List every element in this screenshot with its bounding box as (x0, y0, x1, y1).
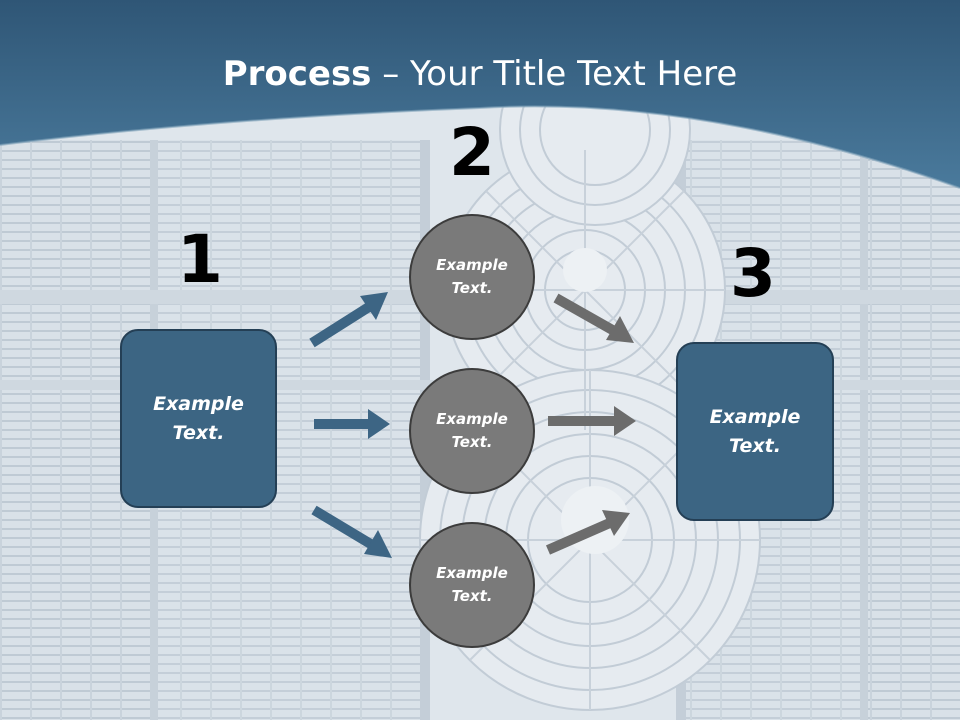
arrow-top-to-output (553, 293, 634, 343)
middle-node-center: Example Text. (409, 368, 535, 494)
input-box: Example Text. (120, 329, 277, 508)
middle-node-bottom: Example Text. (409, 522, 535, 648)
slide-title: Process – Your Title Text Here (0, 52, 960, 96)
step-number-2: 2 (449, 114, 495, 191)
arrow-middle-to-output (548, 406, 636, 436)
arrow-input-to-bottom (311, 505, 392, 558)
arrow-input-to-middle (314, 409, 390, 439)
middle-node-top: Example Text. (409, 214, 535, 340)
title-bold: Process (222, 54, 372, 94)
step-number-1: 1 (177, 221, 223, 298)
arrow-input-to-top (309, 292, 388, 348)
output-box: Example Text. (676, 342, 834, 521)
step-number-3: 3 (730, 235, 776, 312)
arrow-bottom-to-output (545, 510, 630, 555)
title-rest: – Your Title Text Here (371, 54, 738, 94)
